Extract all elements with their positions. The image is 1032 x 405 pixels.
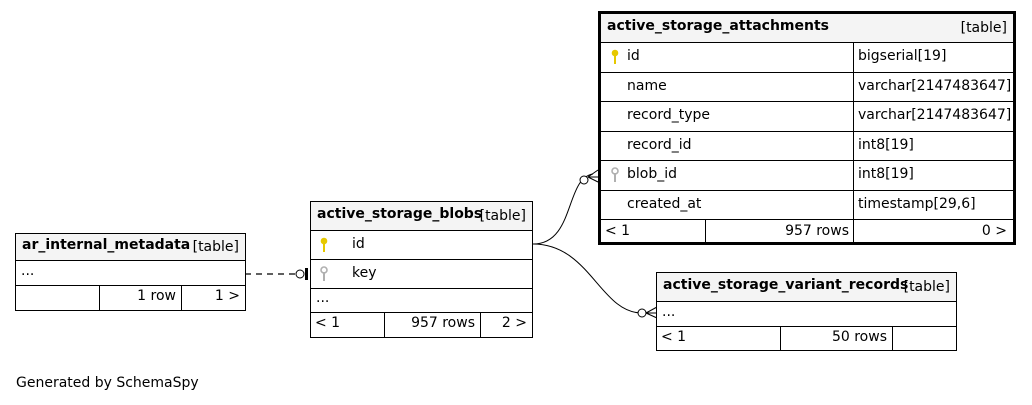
column-name-cell: record_id bbox=[601, 132, 853, 161]
link-blobs-variant-records bbox=[532, 243, 643, 314]
table-header: active_storage_attachments [table] bbox=[601, 14, 1013, 43]
column-name-cell: created_at bbox=[601, 191, 853, 220]
column-row[interactable]: name varchar[2147483647] bbox=[601, 72, 1013, 102]
table-footer: < 1 957 rows 0 > bbox=[601, 220, 1013, 245]
table-active-storage-variant-records[interactable]: active_storage_variant_records [table] .… bbox=[656, 272, 957, 351]
footer-rows: 1 row bbox=[99, 286, 181, 310]
column-name-cell: blob_id bbox=[601, 161, 853, 190]
footer-parents[interactable]: < 1 bbox=[605, 223, 631, 239]
primary-key-icon bbox=[611, 49, 619, 64]
primary-key-icon bbox=[320, 237, 328, 252]
table-name: ar_internal_metadata bbox=[22, 237, 191, 253]
column-type: timestamp[29,6] bbox=[858, 195, 976, 212]
table-footer: < 1 50 rows bbox=[657, 327, 956, 350]
column-type-cell: varchar[2147483647] bbox=[853, 72, 1013, 101]
column-name: created_at bbox=[627, 195, 702, 212]
ellipsis: ... bbox=[316, 290, 330, 306]
ellipsis-row: ... bbox=[657, 302, 956, 327]
column-name: record_id bbox=[627, 136, 692, 153]
column-type-cell: int8[19] bbox=[853, 161, 1013, 190]
link-crowfoot-marker bbox=[645, 306, 658, 319]
ellipsis-row: ... bbox=[16, 261, 245, 286]
table-type: [table] bbox=[903, 279, 950, 295]
column-row[interactable]: record_type varchar[2147483647] bbox=[601, 102, 1013, 132]
column-type-cell: int8[19] bbox=[853, 131, 1013, 160]
column-row[interactable]: blob_id int8[19] bbox=[601, 161, 1013, 191]
index-key-icon bbox=[320, 266, 328, 281]
table-name: active_storage_variant_records bbox=[663, 277, 909, 293]
column-type: varchar[2147483647] bbox=[858, 77, 1012, 94]
table-type: [table] bbox=[192, 239, 239, 255]
footer-children[interactable]: 2 > bbox=[480, 313, 532, 337]
footer-parents[interactable]: < 1 bbox=[315, 315, 341, 331]
column-row[interactable]: id bbox=[311, 231, 532, 260]
column-name-cell: record_type bbox=[601, 102, 853, 131]
table-footer: < 1 957 rows 2 > bbox=[311, 313, 532, 337]
column-name: id bbox=[352, 236, 365, 252]
foreign-key-icon bbox=[611, 167, 619, 182]
column-name-cell: id bbox=[601, 43, 853, 72]
footer-rows: 957 rows bbox=[705, 220, 853, 245]
table-footer: 1 row 1 > bbox=[16, 286, 245, 310]
table-ar-internal-metadata[interactable]: ar_internal_metadata [table] ... 1 row 1… bbox=[15, 233, 246, 311]
column-name: name bbox=[627, 77, 667, 94]
table-name: active_storage_attachments bbox=[607, 18, 829, 34]
table-active-storage-attachments[interactable]: active_storage_attachments [table] id big… bbox=[598, 11, 1016, 245]
table-header: ar_internal_metadata [table] bbox=[16, 234, 245, 261]
column-name: id bbox=[627, 48, 640, 64]
table-header: active_storage_variant_records [table] bbox=[657, 273, 956, 302]
column-row[interactable]: record_id int8[19] bbox=[601, 131, 1013, 161]
table-header: active_storage_blobs [table] bbox=[311, 202, 532, 231]
column-row[interactable]: created_at timestamp[29,6] bbox=[601, 190, 1013, 220]
column-type-cell: timestamp[29,6] bbox=[853, 190, 1013, 219]
column-name: key bbox=[352, 265, 377, 281]
column-type: varchar[2147483647] bbox=[858, 107, 1012, 123]
table-active-storage-blobs[interactable]: active_storage_blobs [table] id key ... … bbox=[310, 201, 533, 338]
ellipsis-row: ... bbox=[311, 289, 532, 313]
footer-children[interactable] bbox=[892, 327, 956, 350]
link-one-marker bbox=[305, 268, 308, 280]
column-name: blob_id bbox=[627, 166, 678, 182]
column-name: record_type bbox=[627, 107, 710, 123]
footer-parents bbox=[16, 286, 99, 310]
footer-parents[interactable]: < 1 bbox=[661, 329, 687, 345]
ellipsis: ... bbox=[662, 304, 676, 320]
table-name: active_storage_blobs bbox=[317, 206, 483, 222]
column-type-cell: bigserial[19] bbox=[853, 43, 1013, 72]
link-zero-marker bbox=[295, 269, 305, 279]
footer-children[interactable]: 1 > bbox=[181, 286, 245, 310]
table-type: [table] bbox=[479, 208, 526, 224]
column-type: int8[19] bbox=[858, 166, 914, 182]
footer-children[interactable]: 0 > bbox=[853, 220, 1013, 245]
ellipsis: ... bbox=[21, 263, 35, 279]
column-type: bigserial[19] bbox=[858, 48, 947, 64]
link-crowfoot-marker bbox=[587, 169, 599, 183]
column-row[interactable]: id bigserial[19] bbox=[601, 43, 1013, 73]
link-zero-marker bbox=[579, 175, 589, 185]
footer-rows: 957 rows bbox=[384, 313, 480, 337]
table-type: [table] bbox=[960, 20, 1007, 36]
footer-rows: 50 rows bbox=[780, 327, 892, 350]
generated-by-caption: Generated by SchemaSpy bbox=[16, 375, 199, 391]
column-row[interactable]: key bbox=[311, 260, 532, 289]
column-name-cell: name bbox=[601, 73, 853, 102]
link-zero-marker bbox=[637, 308, 647, 318]
column-type: int8[19] bbox=[858, 136, 914, 153]
column-type-cell: varchar[2147483647] bbox=[853, 102, 1013, 131]
